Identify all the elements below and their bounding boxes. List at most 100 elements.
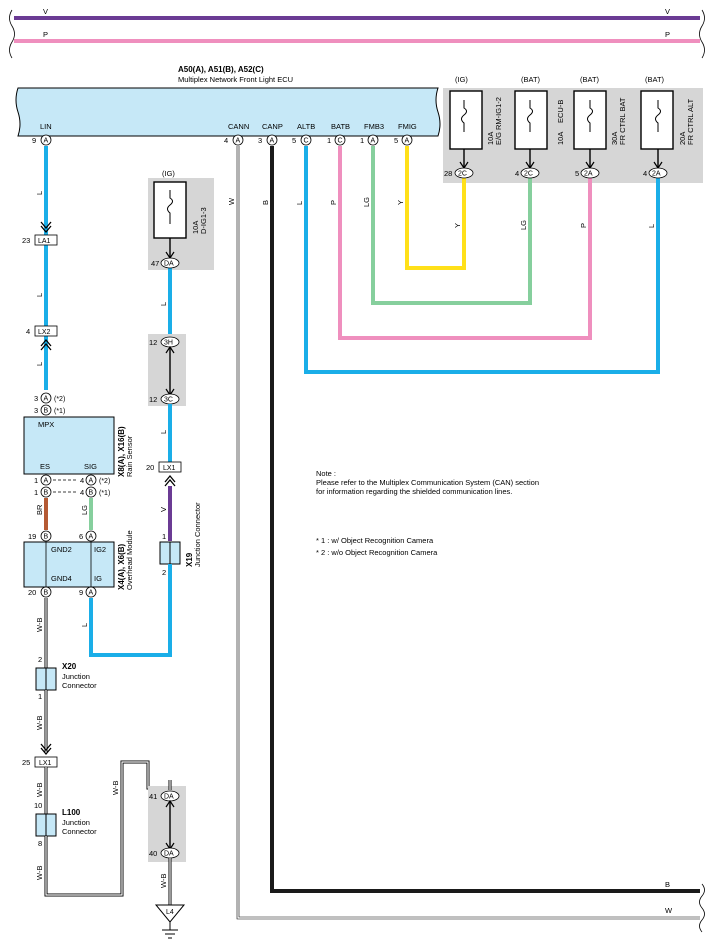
fuse3-supply: (BAT) <box>580 75 600 84</box>
wire-fmig <box>405 146 466 270</box>
rs-br1-note: (*2) <box>99 478 110 485</box>
conn-3h-num: 12 <box>149 338 157 347</box>
fuse2-pin: 4 <box>515 169 519 178</box>
overhead-module: B 19 A 6 GND2 GND4 IG2 IG X4(A), X6(B) O… <box>23 530 134 598</box>
rain-sensor-body <box>23 416 115 475</box>
pin-batb-conn: C <box>338 138 343 145</box>
ecu-body <box>15 87 441 137</box>
lx2-num: 4 <box>26 327 30 336</box>
om-ig-conn: A <box>89 590 94 597</box>
om-ig: IG <box>94 574 102 583</box>
ecu-wire-labels: W B L P LG Y <box>227 197 405 207</box>
ig-fuse-pin: 47 <box>151 259 159 268</box>
fuse1-wire-label: Y <box>453 223 462 228</box>
break-right <box>699 9 705 59</box>
junction-x19: 1 2 X19 Junction Connector <box>159 502 202 577</box>
rs-bl2-conn: B <box>44 490 49 497</box>
rs-top-pin1-num: 3 <box>34 394 38 403</box>
ig-fuse-icon <box>167 190 173 224</box>
rs-bl1-conn: A <box>44 478 49 485</box>
footnote-2: * 2 : w/o Object Recognition Camera <box>316 548 438 557</box>
fuse3-name: FR CTRL BAT <box>618 97 627 145</box>
fuse2-supply: (BAT) <box>521 75 541 84</box>
fuse3-pin: 5 <box>575 169 579 178</box>
x19-title: X19 <box>185 552 194 567</box>
fuse4-supply: (BAT) <box>645 75 665 84</box>
fuse4-box <box>640 90 674 150</box>
x20-pin2: 2 <box>38 655 42 664</box>
wire-v-label-right: V <box>665 7 670 16</box>
lx1-lower-label: LX1 <box>39 760 52 767</box>
rs-br1-num: 4 <box>80 476 84 485</box>
lx1-lower-num: 25 <box>22 758 30 767</box>
om-gnd2-conn: B <box>44 534 49 541</box>
pin-cann <box>232 134 244 146</box>
fuse2-icon <box>527 100 533 132</box>
bottom-wire-b-label: B <box>665 880 670 889</box>
om-gnd4-conn: B <box>44 590 49 597</box>
label-wb-1: W-B <box>35 618 44 632</box>
label-wb-6: W-B <box>159 874 168 888</box>
note-block: Note : Please refer to the Multiplex Com… <box>316 469 539 557</box>
connector-la1 <box>34 234 58 246</box>
rs-br2-note: (*1) <box>99 490 110 497</box>
break-left <box>9 9 15 59</box>
conn-41-label: DA <box>164 794 174 801</box>
l100-title: L100 <box>62 808 81 817</box>
lx1-upper-num: 20 <box>146 463 154 472</box>
fuse1-icon <box>461 100 467 132</box>
note-line1: Please refer to the Multiplex Communicat… <box>316 478 539 487</box>
ecu-pin-fmig: FMIG <box>398 122 417 131</box>
fuse3-icon <box>587 100 593 132</box>
ecu-name: Multiplex Network Front Light ECU <box>178 75 293 84</box>
fuse4-icon <box>655 100 661 132</box>
rs-br1-conn: A <box>89 478 94 485</box>
x19-name: Junction Connector <box>193 502 202 567</box>
wire-p-label-left: P <box>43 30 48 39</box>
wire-p-label-right: P <box>665 30 670 39</box>
rs-top-pin2-num: 3 <box>34 406 38 415</box>
pin-lin-num: 9 <box>32 136 36 145</box>
rs-title: X8(A), X16(B) <box>117 426 126 477</box>
label-lin-wire-2: L <box>35 293 44 297</box>
fuse1-pin: 28 <box>444 169 452 178</box>
wire-batb <box>338 146 592 340</box>
ecu-pin-fmb3: FMB3 <box>364 122 384 131</box>
ecu-title: A50(A), A51(B), A52(C) <box>178 65 264 74</box>
fuse3-box <box>573 90 607 150</box>
wire-cann <box>237 146 700 919</box>
l100-pin10: 10 <box>34 801 42 810</box>
label-wire-ig-3: L <box>80 623 89 627</box>
lx1-upper-label: LX1 <box>163 465 176 472</box>
ig-fuse-conn-label: DA <box>164 261 174 268</box>
rs-top-pin2-conn: B <box>44 408 49 415</box>
om-ig2-num: 6 <box>79 532 83 541</box>
label-wb-4: W-B <box>35 866 44 880</box>
ig-fuse-supply: (IG) <box>162 169 175 178</box>
label-wire-canp: B <box>261 200 270 205</box>
pin-cann-num: 4 <box>224 136 228 145</box>
pin-fmb3-conn: A <box>371 138 376 145</box>
label-wire-v: V <box>159 507 168 512</box>
rain-sensor: A 3 (*2) B 3 (*1) MPX ES SIG X8(A), X16(… <box>23 392 134 498</box>
rs-es: ES <box>40 462 50 471</box>
fuse3-conn-label: 2A <box>584 171 593 178</box>
fuse4-name: FR CTRL ALT <box>686 98 695 145</box>
pin-cann-conn: A <box>236 138 241 145</box>
wire-v-label-left: V <box>43 7 48 16</box>
note-line2: for information regarding the shielded c… <box>316 487 512 496</box>
fuse4-rating: 20A <box>678 132 687 145</box>
pin-batb <box>334 134 346 146</box>
rs-top-pin1-conn: A <box>44 396 49 403</box>
rs-mpx: MPX <box>38 420 54 429</box>
fuse3-conn <box>580 167 600 179</box>
conn-3h-label: 3H <box>164 340 173 347</box>
front-light-ecu: A50(A), A51(B), A52(C) Multiplex Network… <box>15 65 441 137</box>
l100-line2: Connector <box>62 827 97 836</box>
pin-canp-num: 3 <box>258 136 262 145</box>
ground-chain: W-B 2 1 X20 Junction Connector W-B LX1 2… <box>22 598 186 939</box>
conn-40-label: DA <box>164 851 174 858</box>
wire-ig-lower <box>89 564 172 657</box>
top-bus-wires: V V P P <box>9 7 705 59</box>
rs-bl2-num: 1 <box>34 488 38 497</box>
